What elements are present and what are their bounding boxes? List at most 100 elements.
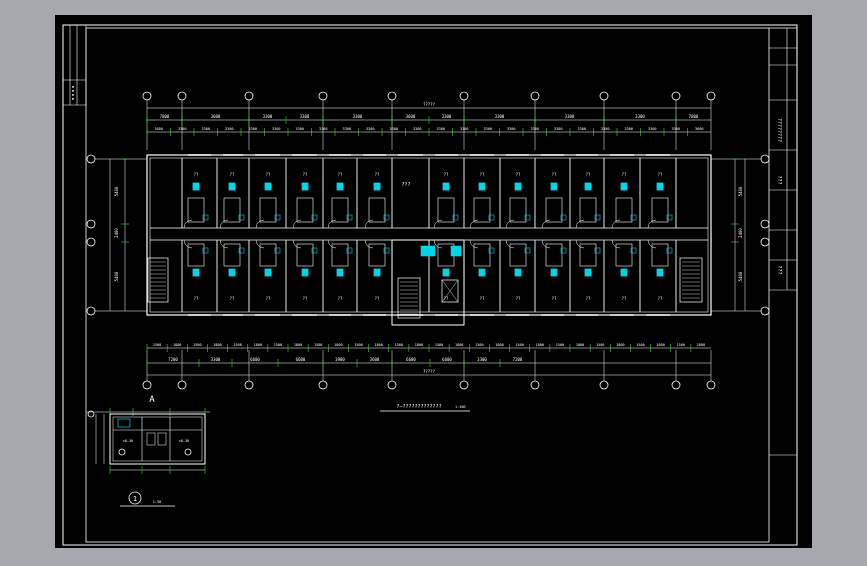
- fixture: [666, 214, 673, 221]
- room-tag: ??: [375, 172, 380, 177]
- bathroom-pod: [615, 243, 633, 267]
- sheet-background: [55, 15, 812, 548]
- span-dimension-text: 3300: [635, 114, 645, 119]
- detail-fixture: [184, 448, 192, 456]
- fixture: [373, 182, 381, 191]
- door-swing: [255, 219, 265, 229]
- detail-fixture: [157, 432, 167, 446]
- small-dimension-text: 1800: [334, 343, 342, 347]
- bathroom-pod: [473, 197, 491, 223]
- small-dimension-text: 3300: [601, 127, 609, 131]
- bathroom-pod: [331, 197, 349, 223]
- axis-bubble: [318, 380, 328, 390]
- door-swing: [575, 239, 585, 249]
- axis-bubble: [459, 380, 469, 390]
- fixture: [228, 182, 236, 191]
- small-dimension-text: 3300: [484, 127, 492, 131]
- fixture: [192, 182, 200, 191]
- bathroom-detail: ±0.30±0.30: [86, 408, 210, 474]
- small-dimension-text: 3300: [437, 127, 445, 131]
- small-dimension-text: 1500: [636, 343, 644, 347]
- axis-bubble: [760, 237, 770, 247]
- axis-bubble: [706, 91, 716, 101]
- span-dimension-text: 3300: [353, 114, 363, 119]
- small-dimension-text: 3600: [695, 127, 703, 131]
- room-tag: ??: [622, 172, 627, 177]
- fixture: [514, 268, 522, 277]
- fixture: [478, 268, 486, 277]
- axis-bubble: [142, 380, 152, 390]
- room-tag: ??: [586, 296, 591, 301]
- door-swing: [469, 219, 479, 229]
- fixture: [656, 182, 664, 191]
- detail-label: ±0.30: [179, 439, 190, 443]
- door-swing: [433, 239, 443, 249]
- bathroom-pod: [651, 197, 669, 223]
- stairs: [147, 245, 703, 319]
- small-dimension-text: 3300: [202, 127, 210, 131]
- fixture: [630, 247, 637, 254]
- fixture: [238, 214, 245, 221]
- fixture: [452, 214, 459, 221]
- bathroom-pod: [437, 197, 455, 223]
- axis-bubble: [177, 91, 187, 101]
- fixture: [594, 247, 601, 254]
- detail-number: 1: [133, 495, 137, 503]
- fixture: [311, 214, 318, 221]
- detail-fixture: [117, 418, 131, 428]
- outer-border: [62, 24, 798, 546]
- bathroom-pod: [223, 243, 241, 267]
- door-swing: [541, 239, 551, 249]
- span-dimension-text: 6600: [296, 357, 306, 362]
- fixture: [584, 268, 592, 277]
- fixture: [478, 182, 486, 191]
- span-dimension-text: 3300: [477, 357, 487, 362]
- door-swing: [505, 219, 515, 229]
- fixture: [274, 214, 281, 221]
- binding-strip: ▪▪▪▪: [62, 25, 87, 106]
- room-tag: ??: [586, 172, 591, 177]
- door-swing: [364, 219, 374, 229]
- span-dimension-text: 3600: [406, 114, 416, 119]
- bathroom-fixtures: ????????????????????????????????????????…: [183, 172, 673, 301]
- binding-mark: ▪: [72, 96, 74, 101]
- small-dimension-text: 3300: [648, 127, 656, 131]
- fixture: [488, 214, 495, 221]
- span-dimension-text: 3300: [211, 357, 221, 362]
- room-tag: ??: [230, 172, 235, 177]
- room-tag: ??: [194, 296, 199, 301]
- small-dimension-text: 1500: [153, 343, 161, 347]
- small-dimension-text: 1500: [233, 343, 241, 347]
- span-dimension-text: 6600: [250, 357, 260, 362]
- title-block-text: ???: [776, 175, 782, 184]
- title-block: ??????????????: [769, 27, 797, 456]
- door-swing: [364, 239, 374, 249]
- small-dimension-text: 3300: [178, 127, 186, 131]
- door-swing: [292, 219, 302, 229]
- binding-mark: ▪: [72, 84, 74, 89]
- fixture: [442, 268, 450, 277]
- fixture: [656, 268, 664, 277]
- small-dimension-text: 1800: [616, 343, 624, 347]
- bathroom-pod: [296, 197, 314, 223]
- door-swing: [647, 219, 657, 229]
- small-dimension-text: 3300: [272, 127, 280, 131]
- binding-mark: ▪: [72, 92, 74, 97]
- span-dimension-text: 7800: [689, 114, 699, 119]
- bathroom-pod: [259, 243, 277, 267]
- axis-bubble: [387, 380, 397, 390]
- span-dimension-text: 3300: [263, 114, 273, 119]
- small-dimension-text: 3600: [155, 127, 163, 131]
- fixture: [346, 247, 353, 254]
- span-dimension-text: 7200: [513, 357, 523, 362]
- overall-dimension-text: ?????: [423, 369, 436, 374]
- fixture: [346, 214, 353, 221]
- fixture: [383, 247, 390, 254]
- small-dimension-text: 1500: [515, 343, 523, 347]
- bathroom-pod: [368, 243, 386, 267]
- small-dimension-text: 1800: [374, 343, 382, 347]
- small-dimension-text: 1800: [173, 343, 181, 347]
- side-dimension-text: 5400: [738, 186, 743, 196]
- fixture: [264, 182, 272, 191]
